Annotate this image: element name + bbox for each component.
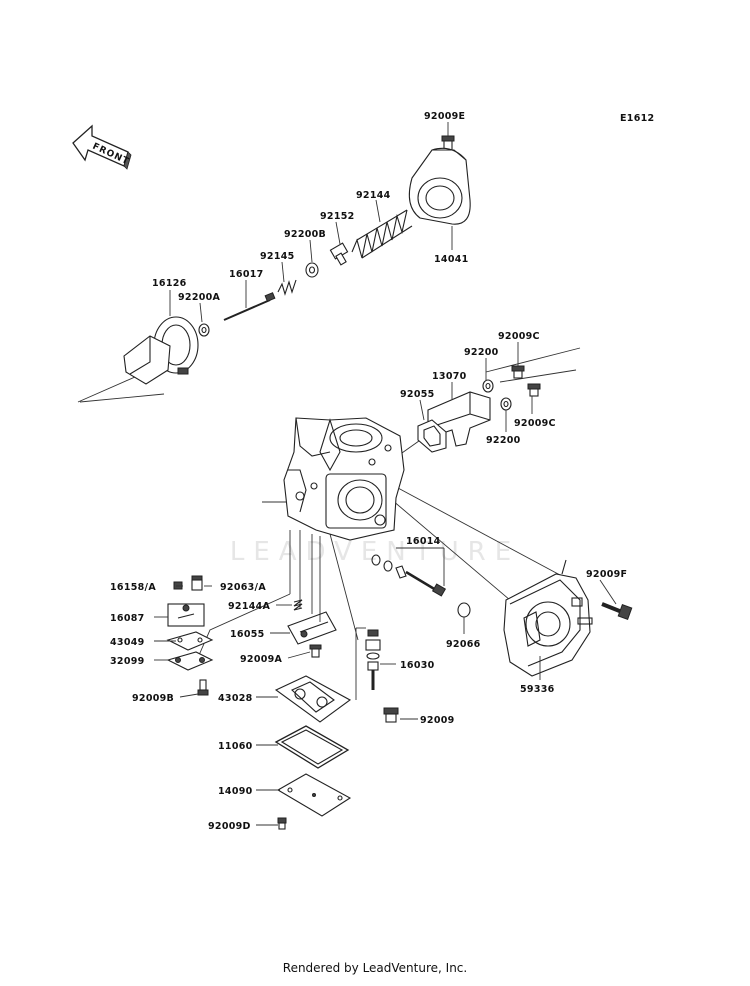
label-13070: 13070 xyxy=(432,371,467,382)
carburetor-body xyxy=(283,417,405,541)
label-92009f: 92009F xyxy=(586,569,627,580)
spring-92145 xyxy=(277,279,297,296)
label-92144: 92144 xyxy=(356,190,391,201)
label-43028: 43028 xyxy=(218,693,253,704)
jet-16087 xyxy=(167,603,205,627)
label-92055: 92055 xyxy=(400,389,435,400)
label-16017: 16017 xyxy=(229,269,264,280)
screw-92063a xyxy=(191,575,203,591)
pump-body-59336 xyxy=(503,559,593,677)
needle-valve-16055 xyxy=(287,611,337,645)
label-16014: 16014 xyxy=(406,536,441,547)
front-arrow-icon: FRONT xyxy=(72,124,132,170)
diagram-code: E1612 xyxy=(620,113,654,124)
label-92200-lower: 92200 xyxy=(486,435,521,446)
screw-92009c-upper xyxy=(511,365,525,379)
screw-92009d xyxy=(277,817,287,830)
watermark: LEADVENTURE xyxy=(230,537,520,567)
screw-92009c-lower xyxy=(527,383,541,397)
label-16087: 16087 xyxy=(110,613,145,624)
label-16126: 16126 xyxy=(152,278,187,289)
plate-32099 xyxy=(166,651,214,671)
footer-credit: Rendered by LeadVenture, Inc. xyxy=(282,961,468,975)
needle-92152 xyxy=(329,242,349,266)
spring-92144 xyxy=(351,209,413,259)
label-16030: 16030 xyxy=(400,660,435,671)
gasket-11060 xyxy=(274,725,350,769)
label-16055: 16055 xyxy=(230,629,265,640)
label-92009: 92009 xyxy=(420,715,455,726)
label-92009c-upper: 92009C xyxy=(498,331,540,342)
screw-92009b xyxy=(197,679,209,696)
label-11060: 11060 xyxy=(218,741,253,752)
label-92009e: 92009E xyxy=(424,111,465,122)
label-92009b: 92009B xyxy=(132,693,174,704)
label-92009c-lower: 92009C xyxy=(514,418,556,429)
gasket-92055 xyxy=(417,419,447,453)
washer-92200-upper xyxy=(482,379,494,393)
label-92144a: 92144A xyxy=(228,601,271,612)
screw-16158a xyxy=(173,581,183,590)
jet-needle-16017 xyxy=(223,292,276,321)
label-16158a: 16158/A xyxy=(110,582,156,593)
label-43049: 43049 xyxy=(110,637,145,648)
label-92063a: 92063/A xyxy=(220,582,266,593)
spring-92144a xyxy=(293,599,303,611)
label-59336: 59336 xyxy=(520,684,555,695)
bolt-92009f xyxy=(601,602,633,620)
washer-92200-lower xyxy=(500,397,512,411)
label-92009d: 92009D xyxy=(208,821,251,832)
leader-lines xyxy=(154,122,617,826)
cover-14090 xyxy=(276,773,352,817)
label-92200b: 92200B xyxy=(284,229,326,240)
label-92066: 92066 xyxy=(446,639,481,650)
pilot-screw-16014 xyxy=(371,547,447,597)
screw-92009 xyxy=(383,707,399,723)
part-labels: 92009E 92144 92152 92200B 92145 16017 16… xyxy=(110,111,627,832)
washer-92200b xyxy=(305,262,319,278)
carb-cap-14041 xyxy=(408,147,471,225)
label-92200a: 92200A xyxy=(178,292,221,303)
throttle-valve-16126 xyxy=(123,316,199,385)
plug-92066 xyxy=(457,602,471,618)
label-92009a: 92009A xyxy=(240,654,283,665)
gasket-43049 xyxy=(166,631,214,651)
label-14041: 14041 xyxy=(434,254,469,265)
washer-92200a xyxy=(198,323,210,337)
jet-16030 xyxy=(355,627,381,700)
screw-92009a xyxy=(309,644,322,658)
label-92200-upper: 92200 xyxy=(464,347,499,358)
diaphragm-43028 xyxy=(274,675,352,723)
label-92145: 92145 xyxy=(260,251,295,262)
label-14090: 14090 xyxy=(218,786,253,797)
label-32099: 32099 xyxy=(110,656,145,667)
label-92152: 92152 xyxy=(320,211,355,222)
